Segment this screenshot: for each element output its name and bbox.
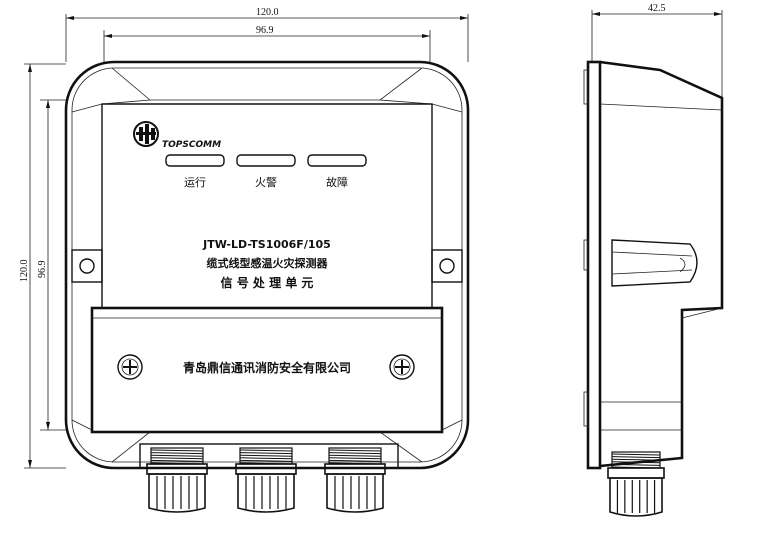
screw-left-icon (117, 354, 143, 380)
product-label: JTW-LD-TS1006F/105 缆式线型感温火灾探测器 信 号 处 理 单… (202, 238, 331, 290)
model-number: JTW-LD-TS1006F/105 (202, 238, 331, 251)
cable-gland-side (607, 451, 665, 517)
brand-logo: TOPSCOMM (133, 121, 221, 150)
side-view: 42.5 (583, 3, 724, 470)
cable-gland-right (324, 447, 386, 513)
dim-height-inner: 96.9 (37, 261, 48, 279)
led-indicators: 运行 火警 故障 (165, 154, 367, 189)
led-run (165, 154, 225, 167)
cable-gland-middle (235, 447, 297, 513)
dim-height-outer: 120.0 (19, 260, 30, 283)
cable-glands (139, 443, 399, 513)
dim-depth: 42.5 (648, 3, 666, 14)
led-label-run: 运行 (184, 176, 206, 189)
unit-name: 信 号 处 理 单 元 (221, 275, 314, 290)
brand-text: TOPSCOMM (162, 140, 221, 150)
product-name: 缆式线型感温火灾探测器 (207, 256, 329, 270)
dim-width-outer: 120.0 (256, 7, 279, 18)
side-gland (607, 451, 665, 517)
led-label-fault: 故障 (326, 175, 348, 189)
dim-width-inner: 96.9 (256, 25, 274, 36)
gland-base (139, 443, 399, 469)
front-housing (64, 60, 470, 470)
led-fault (307, 154, 367, 167)
screw-right-icon (389, 354, 415, 380)
cable-gland-left (146, 447, 208, 513)
led-label-fire: 火警 (255, 175, 277, 189)
cover-screws (117, 354, 415, 380)
front-dimensions: 120.0 96.9 120.0 96.9 (19, 7, 469, 469)
company-name: 青岛鼎信通讯消防安全有限公司 (183, 360, 351, 375)
led-fire (236, 154, 296, 167)
